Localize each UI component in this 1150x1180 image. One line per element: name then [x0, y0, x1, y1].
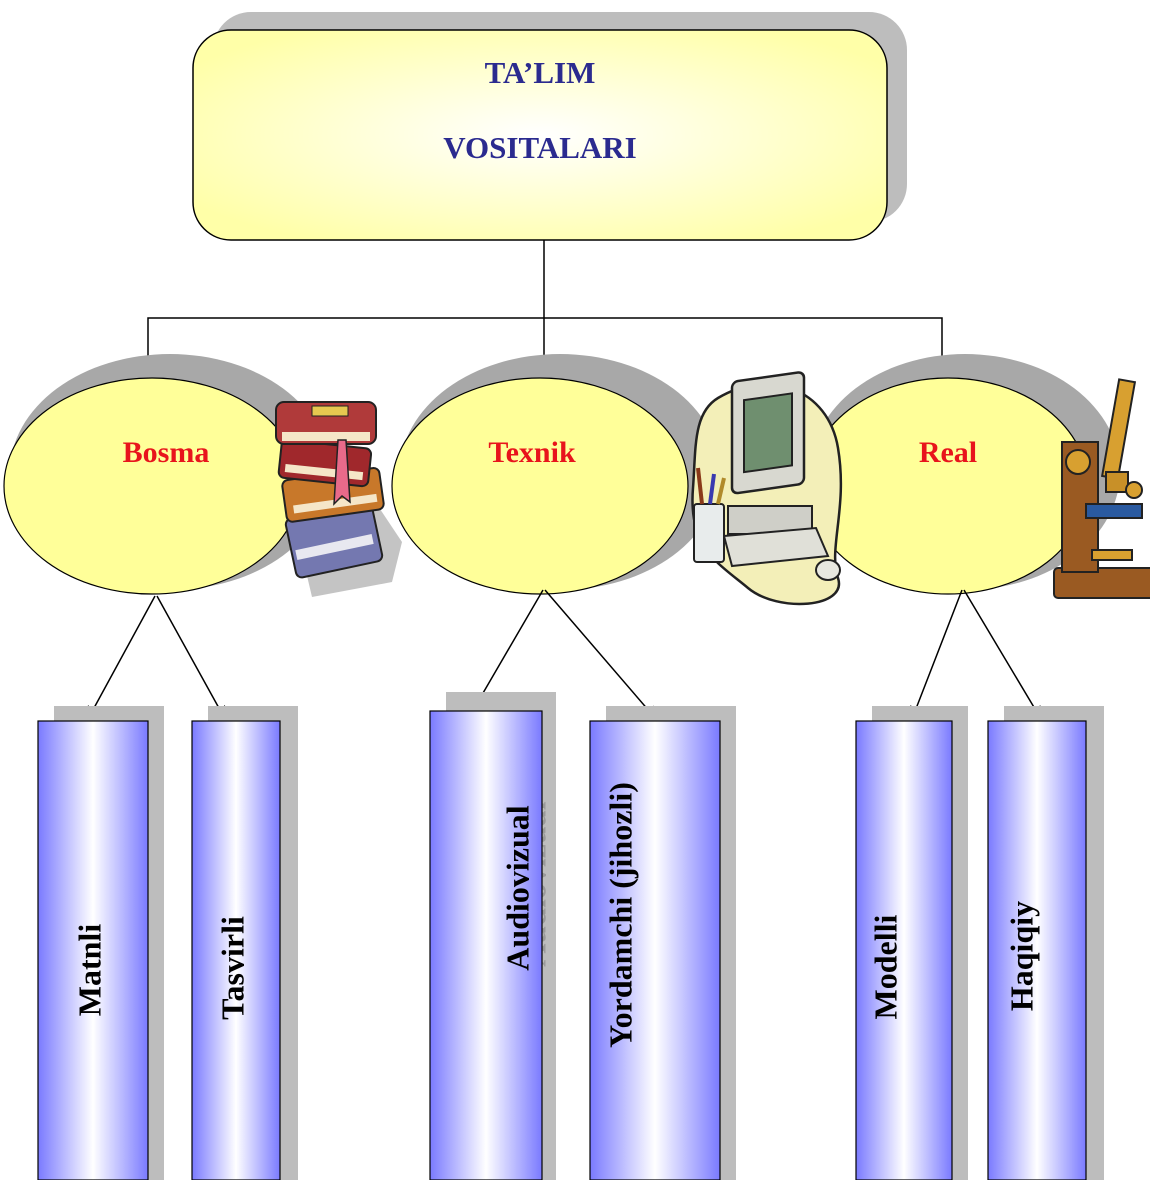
leaf-matnli: Matnli — [37, 706, 164, 1180]
leaf-tasvirli-bar — [191, 720, 281, 1180]
leaf-yordamchi: Yordamchi (jihozli) — [589, 706, 736, 1180]
leaf-tasvirli: Tasvirli — [191, 706, 298, 1180]
root-box — [192, 29, 888, 241]
leaf-audiovizual-bar — [429, 710, 543, 1180]
category-texnik-label: Texnik — [488, 436, 576, 469]
root-node: TA’LIM VOSITALARI — [192, 12, 907, 241]
leaf-haqiqiy-label: Haqiqiy — [1003, 901, 1039, 1011]
leaf-tasvirli-label: Tasvirli — [214, 916, 250, 1020]
root-title-line1: TA’LIM — [485, 55, 596, 90]
category-bosma-label: Bosma — [123, 436, 210, 469]
leaf-matnli-bar — [37, 720, 149, 1180]
category-texnik: Texnik — [391, 354, 720, 595]
leaf-yordamchi-label: Yordamchi (jihozli) — [602, 782, 638, 1048]
category-bosma-ellipse — [3, 377, 301, 595]
category-real-label: Real — [919, 436, 977, 469]
leaf-audiovizual-label: Audiovizual — [499, 805, 535, 970]
leaf-matnli-label: Matnli — [71, 924, 107, 1017]
leaf-haqiqiy: Haqiqiy — [987, 706, 1104, 1180]
category-real-ellipse — [807, 377, 1089, 595]
category-real: Real — [807, 354, 1120, 595]
leaf-haqiqiy-bar — [987, 720, 1087, 1180]
computer-icon — [691, 371, 843, 606]
leaf-audiovizual: Audiovizual Audiovizual — [429, 692, 556, 1180]
category-bosma: Bosma — [3, 354, 330, 595]
leaf-yordamchi-bar — [589, 720, 721, 1180]
leaf-modelli-label: Modelli — [867, 914, 903, 1019]
leaf-modelli-bar — [855, 720, 953, 1180]
root-title-line2: VOSITALARI — [443, 130, 636, 165]
books-icon — [275, 401, 402, 597]
microscope-icon — [1053, 378, 1150, 599]
leaf-modelli: Modelli — [855, 706, 968, 1180]
category-texnik-ellipse — [391, 377, 689, 595]
leaf-connectors — [87, 589, 1042, 721]
